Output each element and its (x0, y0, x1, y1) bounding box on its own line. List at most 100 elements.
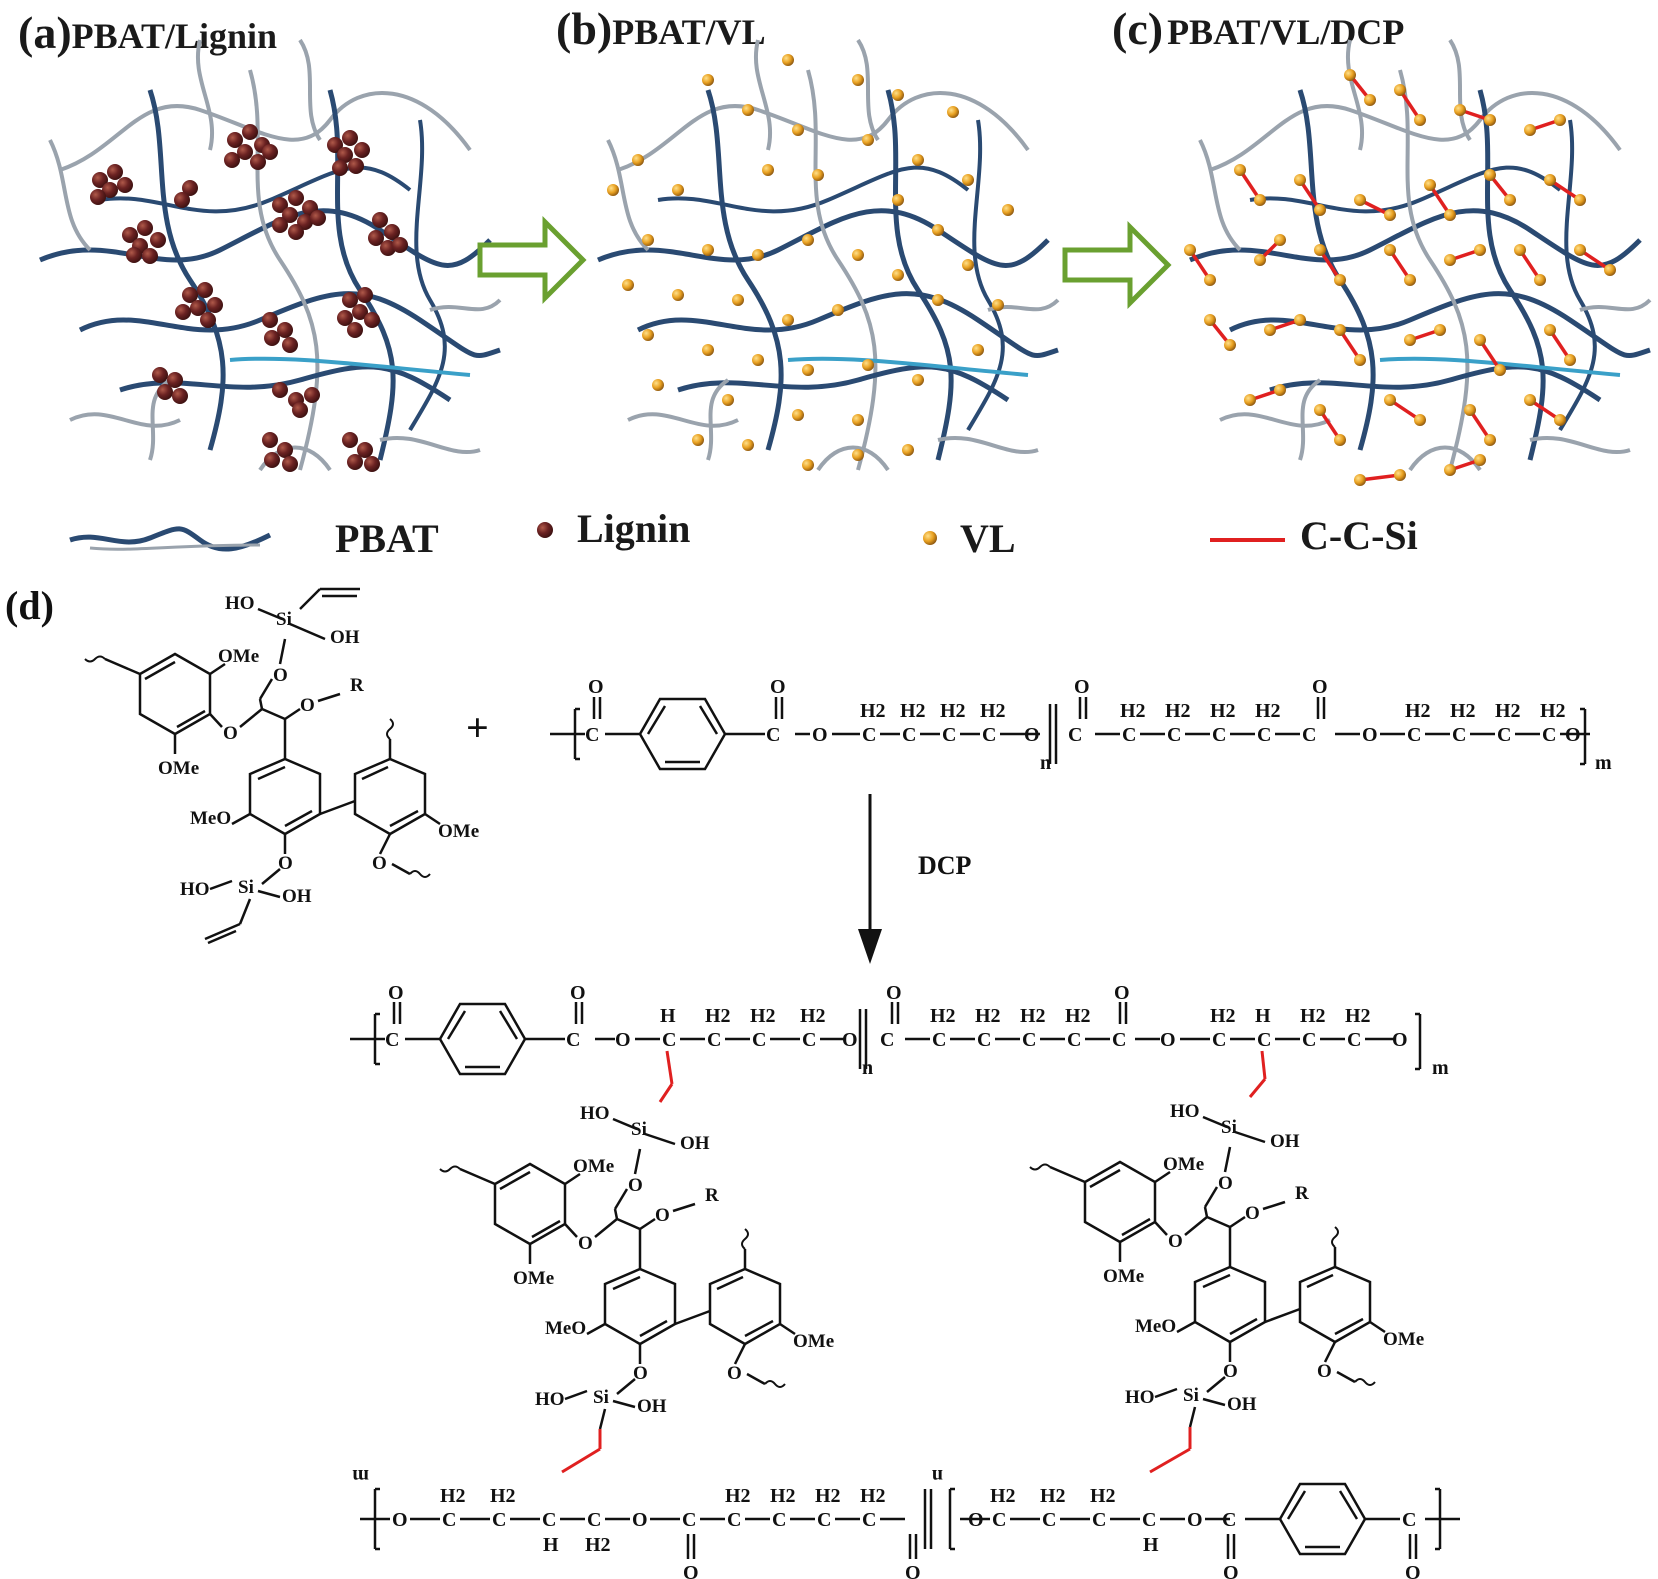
svg-text:O: O (1392, 1029, 1408, 1051)
svg-text:O: O (278, 853, 293, 874)
svg-text:R: R (1295, 1183, 1309, 1204)
panel-c-letter: (c) (1112, 3, 1164, 54)
svg-text:H2: H2 (815, 1485, 841, 1507)
svg-text:Si: Si (631, 1119, 647, 1140)
panel-a-label: PBAT/Lignin (71, 16, 278, 56)
svg-text:OMe: OMe (1383, 1329, 1424, 1350)
legend-ccsi-label: C-C-Si (1300, 513, 1418, 558)
network-panels (0, 0, 1658, 552)
svg-text:O: O (1187, 1509, 1203, 1531)
svg-text:HO: HO (580, 1103, 610, 1124)
svg-text:C: C (862, 1509, 876, 1531)
panel-b-letter: (b) (556, 3, 613, 54)
svg-text:C: C (1497, 724, 1511, 746)
svg-text:C: C (772, 1509, 786, 1531)
svg-text:O: O (727, 1363, 742, 1384)
svg-text:C: C (1092, 1509, 1106, 1531)
svg-text:HO: HO (1125, 1387, 1155, 1408)
svg-text:C: C (566, 1029, 580, 1051)
svg-text:H2: H2 (1065, 1005, 1091, 1027)
pbat-structure-reactant (550, 697, 1590, 771)
svg-text:O: O (1218, 1173, 1233, 1194)
svg-text:O: O (633, 1363, 648, 1384)
svg-text:O: O (1160, 1029, 1176, 1051)
svg-text:O: O (770, 676, 786, 698)
svg-text:C: C (902, 724, 916, 746)
lignin-labels-product-right: HO Si OH O OMe O R O OMe MeO OMe O O HO … (1103, 1101, 1424, 1415)
svg-text:HO: HO (535, 1389, 565, 1410)
svg-text:OMe: OMe (158, 758, 199, 779)
svg-text:H2: H2 (490, 1485, 516, 1507)
svg-text:H2: H2 (940, 700, 966, 722)
svg-text:O: O (578, 1233, 593, 1254)
svg-text:H2: H2 (860, 1485, 886, 1507)
svg-text:C: C (880, 1029, 894, 1051)
svg-text:C: C (587, 1509, 601, 1531)
panel-b-label: PBAT/VL (612, 12, 766, 52)
svg-text:R: R (350, 675, 364, 696)
svg-text:H2: H2 (1040, 1485, 1066, 1507)
svg-text:Si: Si (238, 877, 254, 898)
svg-text:C: C (1068, 724, 1082, 746)
svg-text:C: C (585, 724, 599, 746)
plus-sign: + (466, 705, 489, 750)
svg-text:O: O (615, 1029, 631, 1051)
svg-text:C: C (1542, 724, 1556, 746)
svg-text:H2: H2 (705, 1005, 731, 1027)
svg-text:n: n (862, 1057, 873, 1079)
svg-text:C: C (862, 724, 876, 746)
svg-text:H2: H2 (770, 1485, 796, 1507)
svg-text:C: C (492, 1509, 506, 1531)
svg-text:C: C (1407, 724, 1421, 746)
pbat-labels-product-bottom: m O H2C H2C CH CH2 O CO H2C H2C H2C H2C … (352, 1465, 1421, 1579)
svg-text:H2: H2 (750, 1005, 776, 1027)
svg-text:C: C (542, 1509, 556, 1531)
svg-text:H2: H2 (1540, 700, 1566, 722)
svg-text:O: O (392, 1509, 408, 1531)
svg-text:H2: H2 (1020, 1005, 1046, 1027)
svg-text:OMe: OMe (793, 1331, 834, 1352)
svg-text:C: C (982, 724, 996, 746)
svg-text:C: C (1402, 1509, 1416, 1531)
svg-text:H2: H2 (1300, 1005, 1326, 1027)
svg-text:H2: H2 (900, 700, 926, 722)
pbat-labels-product-top: OC OC O HC H2C H2C H2C O n OC H2C H2C H2… (385, 982, 1449, 1079)
svg-text:C: C (1452, 724, 1466, 746)
svg-text:O: O (1565, 724, 1581, 746)
svg-text:H: H (660, 1005, 676, 1027)
svg-text:H2: H2 (980, 700, 1006, 722)
svg-text:H2: H2 (725, 1485, 751, 1507)
svg-text:m: m (1595, 752, 1612, 774)
svg-text:OMe: OMe (573, 1156, 614, 1177)
svg-text:C: C (662, 1029, 676, 1051)
svg-text:H2: H2 (1345, 1005, 1371, 1027)
svg-text:C: C (682, 1509, 696, 1531)
svg-text:O: O (388, 982, 404, 1004)
svg-text:C: C (977, 1029, 991, 1051)
crosslink-bonds-bottom (561, 1427, 1192, 1474)
svg-text:HO: HO (225, 593, 255, 614)
svg-text:OMe: OMe (218, 646, 259, 667)
svg-text:MeO: MeO (190, 808, 231, 829)
svg-text:H: H (1255, 1005, 1271, 1027)
svg-text:C: C (727, 1509, 741, 1531)
legend-lignin-dot (537, 522, 553, 538)
svg-text:C: C (1302, 724, 1316, 746)
svg-text:C: C (1212, 1029, 1226, 1051)
svg-text:O: O (812, 724, 828, 746)
svg-text:C: C (817, 1509, 831, 1531)
svg-text:O: O (683, 1562, 699, 1579)
svg-text:C: C (1347, 1029, 1361, 1051)
panel-a-letter: (a) (18, 7, 72, 58)
svg-text:C: C (802, 1029, 816, 1051)
arrow-a-to-b (477, 215, 587, 305)
svg-text:O: O (1074, 676, 1090, 698)
lignin-labels-reactant: HO Si OH O OMe O R O OMe MeO OMe O O HO … (158, 593, 479, 907)
svg-text:H2: H2 (860, 700, 886, 722)
svg-text:OH: OH (330, 627, 360, 648)
svg-text:H2: H2 (930, 1005, 956, 1027)
lignin-structure-product-right (1029, 1115, 1386, 1428)
svg-text:Si: Si (1183, 1385, 1199, 1406)
legend-vl-dot (923, 531, 937, 545)
svg-text:C: C (385, 1029, 399, 1051)
